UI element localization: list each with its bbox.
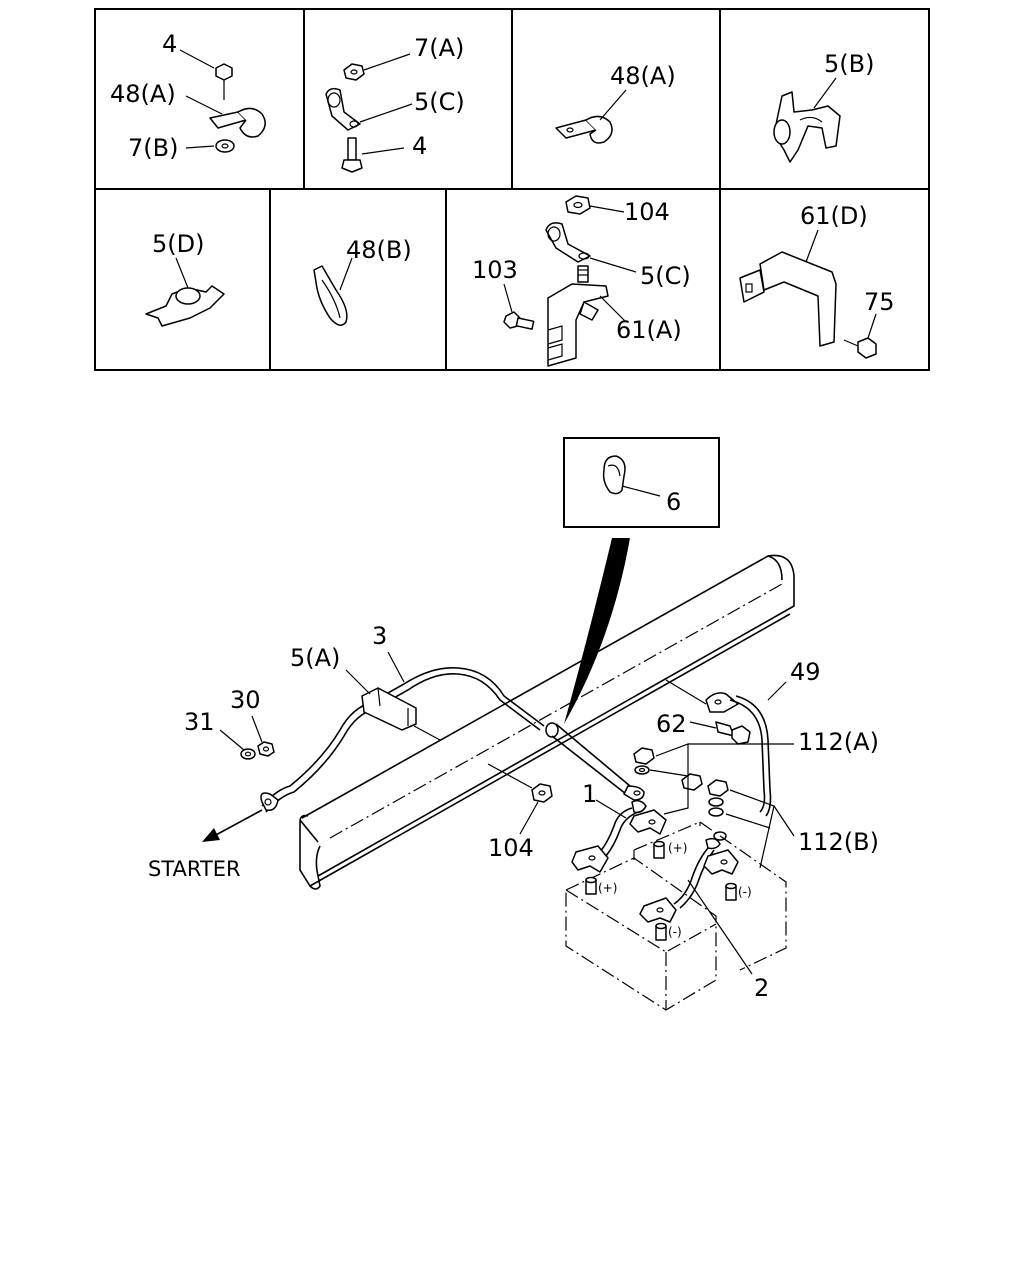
- callout-61d: 61(D): [800, 202, 868, 230]
- detail-cell-bracket-61a-assembly: 104 103 5(C) 61(A): [472, 195, 691, 367]
- detail-cell-bracket-61d: 61(D) 75: [739, 202, 895, 359]
- washer-31-part: [240, 748, 256, 760]
- callout-6: 6: [666, 488, 681, 516]
- callout-104-detail: 104: [624, 198, 670, 226]
- detail-grid: [94, 8, 930, 371]
- terminal-label-front-negative: (-): [668, 925, 682, 939]
- battery-rear-negative-post: [725, 882, 737, 901]
- detail-cell-clip-5b: 5(B): [773, 50, 874, 163]
- battery-front: [565, 857, 717, 1011]
- callout-3: 3: [372, 622, 387, 650]
- callout-5c-detail: 5(C): [640, 262, 691, 290]
- callout-4-lower: 4: [412, 132, 427, 160]
- callout-4: 4: [162, 30, 177, 58]
- positive-cable-1: [571, 799, 667, 873]
- clip-5a-part: [361, 687, 441, 741]
- callout-49: 49: [790, 658, 821, 686]
- battery-front-positive-post: [585, 876, 597, 895]
- clip-5c-part: [325, 87, 361, 131]
- callout-1: 1: [582, 780, 597, 808]
- inset-clip-6: 6: [563, 437, 720, 528]
- battery-rear-positive-post: [653, 840, 665, 859]
- ground-cable-49: [665, 679, 772, 817]
- terminal-nuts-112a: [633, 747, 703, 791]
- detail-cell-strap-48b: 48(B): [313, 236, 412, 326]
- flange-nut-104-part: [565, 195, 591, 215]
- callout-5d: 5(D): [152, 230, 204, 258]
- callout-61a: 61(A): [616, 316, 682, 344]
- callout-75: 75: [864, 288, 895, 316]
- callout-5b: 5(B): [824, 50, 874, 78]
- callout-30: 30: [230, 686, 261, 714]
- frame-rail: [299, 554, 795, 890]
- callout-103: 103: [472, 256, 518, 284]
- terminal-label-rear-positive: (+): [668, 841, 687, 855]
- connecting-cable-2: [639, 837, 739, 923]
- terminal-label-rear-negative: (-): [738, 885, 752, 899]
- detail-cell-clip-5c-assembly: 7(A) 5(C) 4: [325, 34, 465, 173]
- callout-112a: 112(A): [798, 728, 879, 756]
- bolt-103-part: [503, 311, 535, 330]
- callout-62: 62: [656, 710, 687, 738]
- callout-31: 31: [184, 708, 215, 736]
- starter-arrow: STARTER: [148, 809, 263, 881]
- stud-part: [577, 265, 589, 283]
- callout-112b: 112(B): [798, 828, 879, 856]
- callout-48a-cell3: 48(A): [610, 62, 676, 90]
- bolt-62-part: [715, 721, 751, 745]
- clip-48a-part: [209, 107, 266, 138]
- battery-front-negative-post: [655, 922, 667, 941]
- callout-5a: 5(A): [290, 644, 340, 672]
- detail-cell-clip-48a: 48(A): [555, 62, 676, 144]
- bolt-part: [215, 63, 233, 100]
- nut-104-part: [531, 783, 553, 803]
- flange-nut-part: [343, 63, 365, 81]
- nut-30-part: [257, 741, 275, 757]
- clip-5c-detail-part: [545, 222, 591, 263]
- main-battery-cable: [545, 722, 645, 801]
- callout-104: 104: [488, 834, 534, 862]
- bracket-61d-part: [739, 251, 837, 347]
- callout-2: 2: [754, 974, 769, 1002]
- callout-48a: 48(A): [110, 80, 176, 108]
- inset-pointer-arrow: [564, 538, 630, 724]
- nut-part: [215, 139, 235, 153]
- callout-5c: 5(C): [414, 88, 465, 116]
- detail-cell-clip-48a-assembly: 4 48(A) 7(B): [110, 30, 266, 162]
- callout-7a: 7(A): [414, 34, 464, 62]
- callout-starter: STARTER: [148, 857, 241, 881]
- callout-7b: 7(B): [128, 134, 178, 162]
- detail-cell-clip-5d: 5(D): [145, 230, 225, 327]
- terminal-nuts-112b: [707, 779, 729, 841]
- terminal-label-front-positive: (+): [598, 881, 617, 895]
- starter-cable-3: [260, 667, 545, 813]
- callout-48b: 48(B): [346, 236, 412, 264]
- bracket-61a-part: [547, 283, 609, 367]
- bolt-75-part: [843, 337, 877, 359]
- long-bolt-part: [341, 137, 363, 173]
